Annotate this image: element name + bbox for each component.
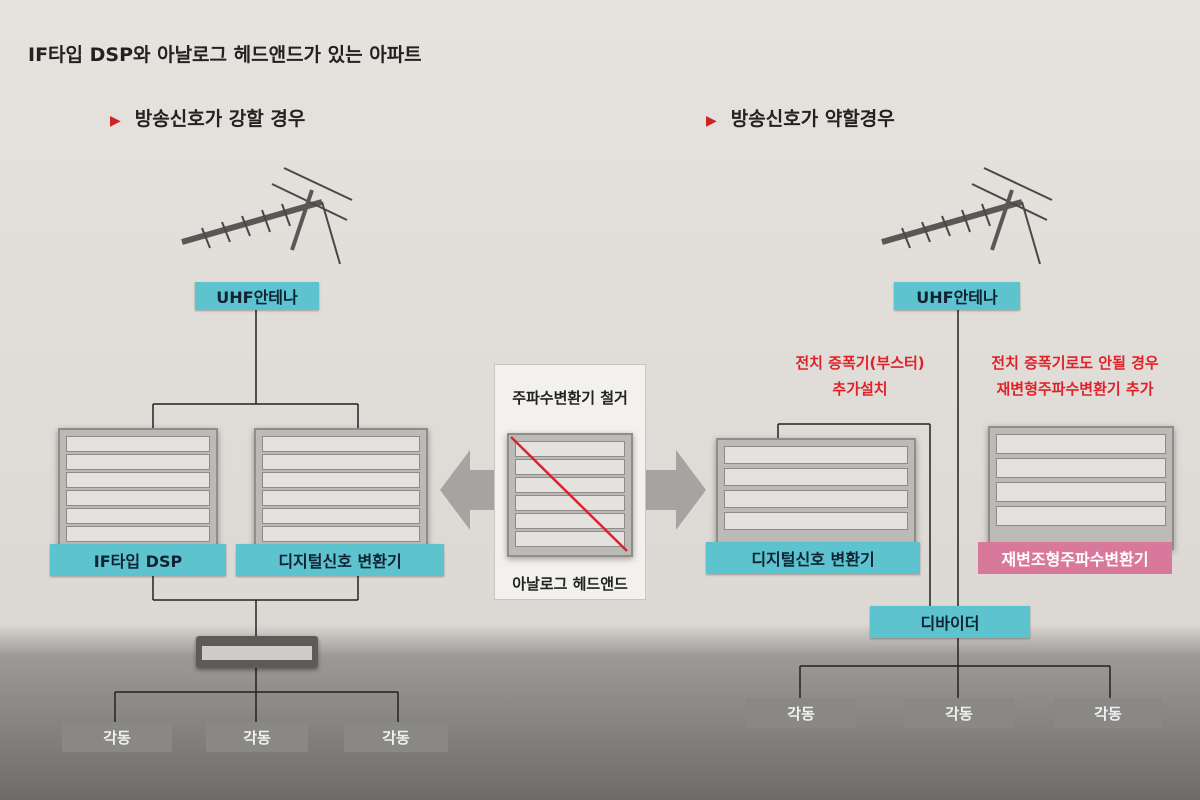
uhf-antenna-icon	[881, 167, 1053, 265]
digital-converter-rack-left	[254, 428, 428, 550]
digital-converter-label-left: 디지털신호 변환기	[236, 544, 444, 576]
right-output-2: 각동	[904, 698, 1014, 728]
if-dsp-rack	[58, 428, 218, 550]
digital-converter-rack-right	[716, 438, 916, 550]
divider-label: 디바이더	[870, 606, 1030, 638]
remodulator-note: 전치 증폭기로도 안될 경우 재변형주파수변환기 추가	[970, 350, 1180, 402]
left-antenna-label: UHF안테나	[195, 282, 319, 310]
booster-note-line1: 전치 증폭기(부스터)	[795, 354, 925, 372]
left-heading-text: 방송신호가 강할 경우	[134, 108, 306, 130]
combiner-device	[196, 636, 318, 668]
bullet-icon: ▶	[706, 113, 717, 129]
left-arrow-icon	[440, 450, 494, 530]
left-output-3: 각동	[344, 722, 448, 752]
right-output-1: 각동	[746, 698, 856, 728]
if-dsp-label: IF타입 DSP	[50, 544, 226, 576]
left-output-1: 각동	[62, 722, 172, 752]
right-antenna-label: UHF안테나	[894, 282, 1020, 310]
remodulator-rack	[988, 426, 1174, 550]
right-arrow-icon	[646, 450, 706, 530]
center-top-text: 주파수변환기 철거	[512, 389, 628, 407]
left-heading: ▶ 방송신호가 강할 경우	[110, 104, 305, 131]
remodulator-label: 재변조형주파수변환기	[978, 542, 1172, 574]
remodulator-note-line1: 전치 증폭기로도 안될 경우	[991, 354, 1159, 372]
bullet-icon: ▶	[110, 113, 121, 129]
uhf-antenna-icon	[181, 167, 353, 265]
booster-note: 전치 증폭기(부스터) 추가설치	[760, 350, 960, 402]
remodulator-note-line2: 재변형주파수변환기 추가	[996, 380, 1154, 398]
page-title: IF타입 DSP와 아날로그 헤드앤드가 있는 아파트	[28, 44, 422, 66]
center-bottom-text: 아날로그 헤드앤드	[512, 575, 628, 593]
analog-headend-panel: 주파수변환기 철거 아날로그 헤드앤드	[494, 364, 646, 600]
digital-converter-label-right: 디지털신호 변환기	[706, 542, 920, 574]
booster-note-line2: 추가설치	[832, 380, 888, 398]
right-heading: ▶ 방송신호가 약할경우	[706, 104, 895, 131]
strike-line	[510, 436, 628, 552]
left-output-2: 각동	[206, 722, 308, 752]
right-output-3: 각동	[1054, 698, 1162, 728]
right-heading-text: 방송신호가 약할경우	[730, 108, 895, 130]
